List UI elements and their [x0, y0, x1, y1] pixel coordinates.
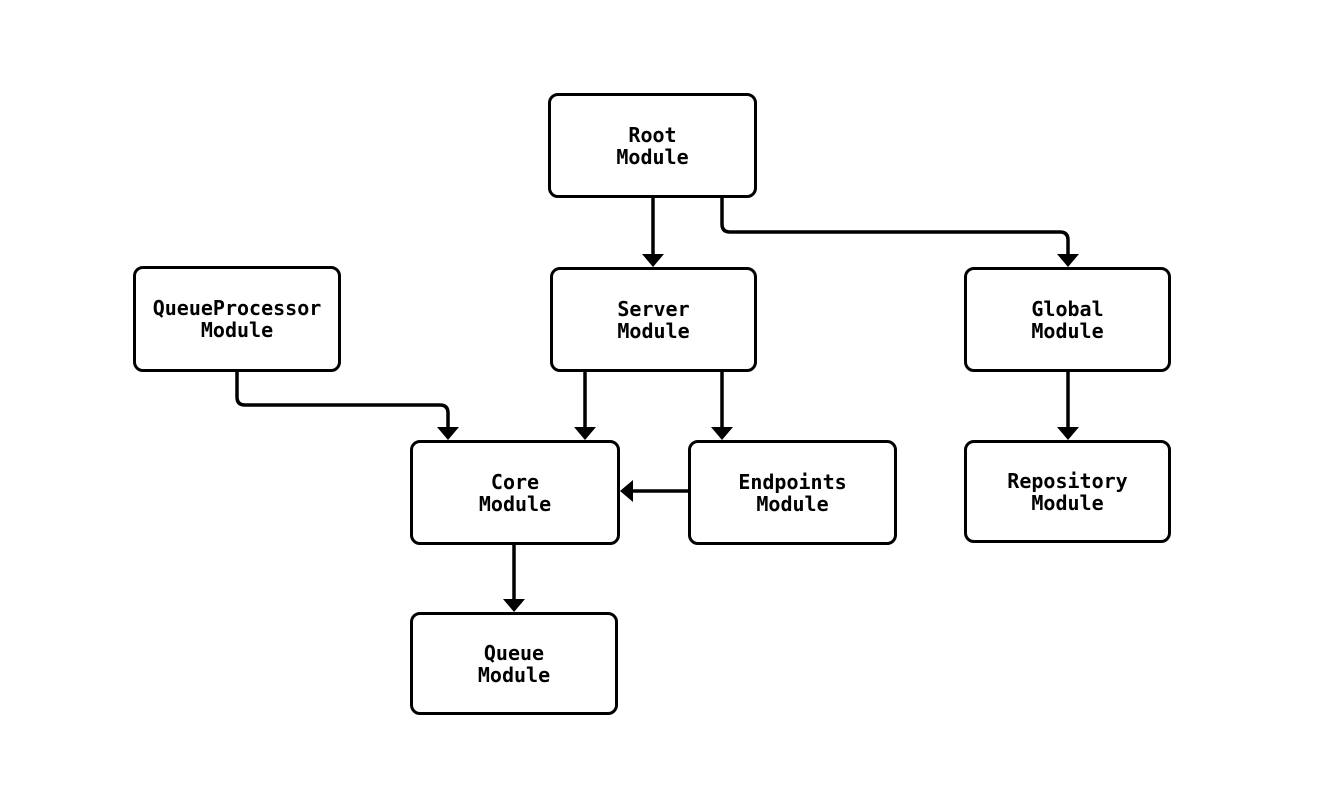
node-label-line: Module [1031, 318, 1104, 343]
node-server-module: Server Module [550, 267, 757, 372]
edge-core-to-queue [503, 543, 525, 612]
edge-server-to-endpoints [711, 370, 733, 440]
node-label-line: Module [1031, 490, 1104, 515]
node-queueprocessor-module: QueueProcessor Module [133, 266, 341, 372]
node-label-line: Core [490, 469, 540, 494]
node-label-line: Module [200, 318, 274, 342]
edge-queueprocessor-to-core [235, 370, 459, 440]
edge-global-to-repository [1057, 370, 1079, 440]
node-repository-module: Repository Module [964, 440, 1171, 543]
node-core-module: Core Module [410, 440, 620, 545]
node-label-line: Queue [483, 640, 545, 665]
node-root-module: Root Module [548, 93, 757, 198]
node-global-module: Global Module [964, 267, 1171, 372]
node-label-line: Module [756, 491, 829, 516]
edge-endpoints-to-core [620, 480, 690, 502]
node-label-line: Server [617, 296, 690, 321]
node-label-line: Module [477, 662, 551, 687]
edge-server-to-core [574, 370, 596, 440]
node-label-line: Module [617, 318, 690, 343]
node-label-line: Module [478, 491, 552, 516]
node-label-line: QueueProcessor [152, 296, 322, 320]
node-label-line: Endpoints [738, 469, 847, 494]
node-endpoints-module: Endpoints Module [688, 440, 897, 545]
edge-root-to-server [642, 196, 664, 267]
node-label-line: Global [1031, 296, 1104, 321]
node-label-line: Module [616, 144, 689, 169]
node-label-line: Root [628, 122, 677, 147]
edge-root-to-global [720, 196, 1079, 267]
node-label-line: Repository [1007, 468, 1128, 493]
node-queue-module: Queue Module [410, 612, 618, 715]
